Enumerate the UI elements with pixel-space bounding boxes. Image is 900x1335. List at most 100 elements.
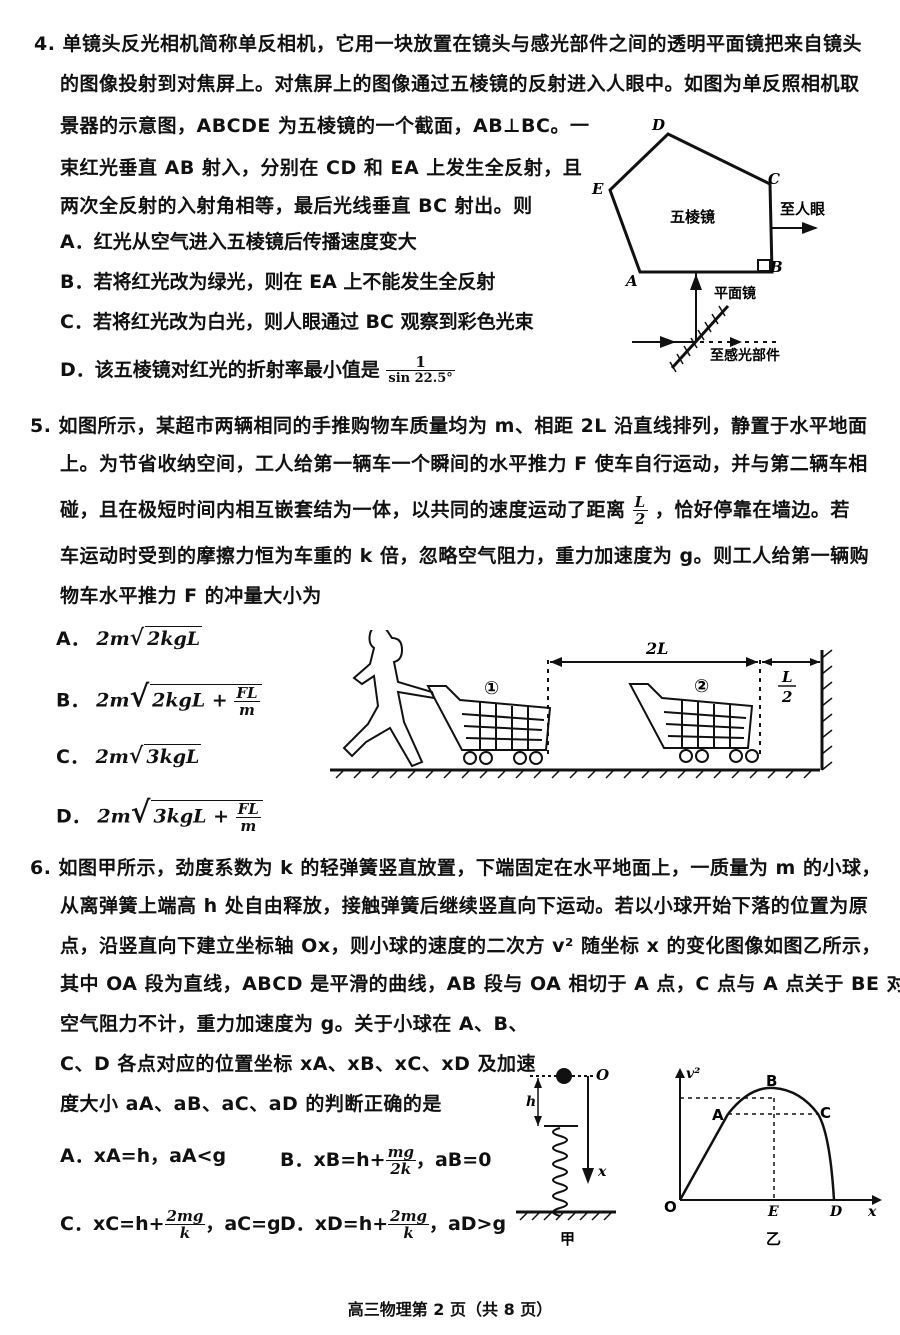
q6-line-4: 其中 OA 段为直线，ABCD 是平滑的曲线，AB 段与 OA 相切于 A 点，… <box>60 973 900 995</box>
spring-coils <box>552 1127 568 1217</box>
label-d: D <box>651 116 665 134</box>
right-angle-marker <box>757 259 771 272</box>
pentaprism-outline <box>608 132 774 274</box>
jia-o: O <box>596 1066 609 1084</box>
q6-d-den: k <box>403 1224 414 1242</box>
q6-d-pre: D．xD=h+ <box>280 1213 389 1235</box>
eye-label: 至人眼 <box>780 200 825 218</box>
q6-graph-figure: v² B A C O E D x 乙 <box>664 1066 882 1248</box>
q6-d-num: 2mg <box>388 1207 429 1225</box>
q4-option-d-text: D．该五棱镜对红光的折射率最小值是 <box>60 359 380 381</box>
q6-line-5: 空气阻力不计，重力加速度为 g。关于小球在 A、B、 <box>60 1013 529 1035</box>
q4-line-1: 4. 单镜头反光相机简称单反相机，它用一块放置在镜头与感光部件之间的透明平面镜把… <box>34 33 863 55</box>
q6-spring-figure: O h x 甲 <box>516 1066 616 1248</box>
q6-line-2: 从离弹簧上端高 h 处自由释放，接触弹簧后继续竖直向下运动。若以小球开始下落的位… <box>60 895 869 917</box>
q5-b-den: m <box>239 701 255 719</box>
yi-a: A <box>712 1106 724 1124</box>
ball <box>556 1068 572 1084</box>
arrow-down-icon <box>582 1168 594 1184</box>
q5-a-rad: 2kgL <box>145 626 203 650</box>
q6-option-a: A．xA=h，aA<g <box>60 1145 227 1167</box>
q6-d-post: ，aD>g <box>428 1213 507 1235</box>
cart-2 <box>628 683 759 763</box>
q5-d-num: FL <box>235 800 261 818</box>
yi-v2: v² <box>686 1066 700 1082</box>
q4-line-4: 束红光垂直 AB 射入，分别在 CD 和 EA 上发生全反射，且 <box>60 157 583 179</box>
q5-line-3-tail: ，恰好停靠在墙边。若 <box>654 499 850 521</box>
q4-option-a: A．红光从空气进入五棱镜后传播速度变大 <box>60 231 417 253</box>
yi-x: x <box>867 1204 877 1220</box>
q5-line-4: 车运动时受到的摩擦力恒为车重的 k 倍，忽略空气阻力，重力加速度为 g。则工人给… <box>60 545 870 567</box>
q5-option-c: C． 2m√3kgL <box>56 743 202 769</box>
arrow-right-in-icon <box>660 336 676 348</box>
cart2-label: ② <box>694 676 709 697</box>
arrow-left-icon <box>550 657 562 667</box>
h-arrow-up-icon <box>534 1078 542 1088</box>
wall-frac-num: L <box>781 668 793 686</box>
q6-line-1: 6. 如图甲所示，劲度系数为 k 的轻弹簧竖直放置，下端固定在水平地面上，一质量… <box>30 857 881 879</box>
yi-o: O <box>664 1198 677 1216</box>
arrow-right-icon <box>802 222 818 234</box>
label-b: B <box>769 258 783 276</box>
q4-line-3: 景器的示意图，ABCDE 为五棱镜的一个截面，AB⊥BC。一 <box>60 115 590 137</box>
q5-frac-num: L <box>632 493 648 511</box>
yi-b: B <box>766 1072 777 1090</box>
h-arrow-down-icon <box>534 1116 542 1126</box>
label-c: C <box>768 170 780 188</box>
q5-c-pre: 2m <box>95 746 129 768</box>
label-e: E <box>591 180 604 198</box>
q5-line-3-text: 碰，且在极短时间内相互嵌套结为一体，以共同的速度运动了距离 <box>60 499 626 521</box>
mirror-label: 平面镜 <box>714 285 756 302</box>
q5-d-label: D． <box>56 805 91 828</box>
y-axis-arrow-icon <box>675 1068 685 1078</box>
q5-a-label: A． <box>56 628 90 650</box>
q6-b-pre: B．xB=h+ <box>280 1149 386 1171</box>
arrow-left-small-icon <box>762 658 772 666</box>
q6-line-7: 度大小 aA、aB、aC、aD 的判断正确的是 <box>60 1093 442 1115</box>
q5-b-label: B． <box>56 689 90 712</box>
q5-c-rad: 3kgL <box>144 744 202 768</box>
q5-b-rad-text: 2kgL + <box>152 689 228 712</box>
plane-mirror <box>670 304 730 370</box>
yi-c: C <box>820 1104 831 1122</box>
yi-caption: 乙 <box>766 1230 781 1248</box>
q5-fraction-l-2: L 2 <box>632 493 648 527</box>
distance-label: 2L <box>645 639 668 658</box>
q5-d-pre: 2m <box>97 805 131 828</box>
yi-e: E <box>767 1204 779 1220</box>
q4-option-d-num: 1 <box>386 354 455 371</box>
label-a: A <box>624 272 638 290</box>
q5-line-5: 物车水平推力 F 的冲量大小为 <box>60 585 322 607</box>
worker-figure <box>342 630 436 768</box>
segment-oa <box>678 1113 730 1201</box>
q6-b-post: ，aB=0 <box>415 1149 492 1171</box>
x-axis-arrow-icon <box>872 1195 882 1205</box>
wall-frac-den: 2 <box>781 688 792 706</box>
arrow-up-icon <box>690 274 702 290</box>
arrow-sensor-icon <box>730 337 742 347</box>
q4-pentaprism-figure: D E C A B 五棱镜 至人眼 平面镜 至感光部件 <box>591 116 825 373</box>
q5-b-pre: 2m <box>96 689 130 712</box>
q5-option-a: A． 2m√2kgL <box>56 625 203 651</box>
curve-abcd <box>727 1086 836 1201</box>
q6-b-den: 2k <box>390 1160 412 1178</box>
arrow-right-small-icon <box>810 658 820 666</box>
q6-c-den: k <box>179 1224 191 1242</box>
q4-option-b: B．若将红光改为绿光，则在 EA 上不能发生全反射 <box>60 271 496 293</box>
q4-option-d-den: sin 22.5° <box>388 371 453 386</box>
cart-1 <box>426 685 552 765</box>
q6-b-num: mg <box>385 1143 416 1161</box>
q5-b-num: FL <box>234 684 260 702</box>
